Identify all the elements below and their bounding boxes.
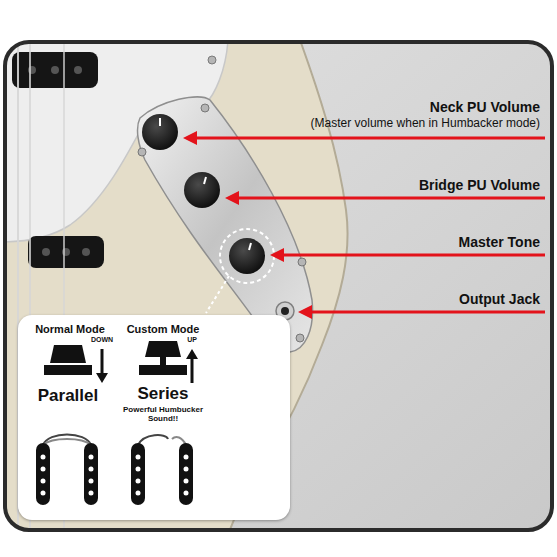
callout-line <box>206 276 229 313</box>
pole-dot <box>89 455 94 460</box>
down-arrow <box>101 349 104 375</box>
mode-card: Normal Mode Custom ModeDOWN UP Parallel Seri… <box>18 315 290 520</box>
highlight-ring <box>220 229 274 283</box>
pole-dot <box>89 479 94 484</box>
pole-piece <box>62 248 70 256</box>
pole-dot <box>41 467 46 472</box>
mode-heading: Normal Mode <box>35 323 105 336</box>
pickup-icon <box>179 443 193 505</box>
neck-volume-knob <box>142 114 178 150</box>
control-plate <box>138 97 313 352</box>
bridge-pickup <box>28 236 104 268</box>
pole-piece <box>82 248 90 256</box>
leader-arrow <box>237 197 545 200</box>
neck-pickup <box>12 52 98 88</box>
pole-dot <box>184 491 189 496</box>
pickup-icon <box>84 443 98 505</box>
wire <box>43 439 91 445</box>
knob-pointer <box>159 118 161 126</box>
pole-dot <box>136 479 141 484</box>
pole-dot <box>184 479 189 484</box>
knob-icon <box>50 345 86 363</box>
pot-icon <box>139 365 187 375</box>
pickup-icon <box>131 443 145 505</box>
part-label: Output Jack <box>459 291 540 307</box>
pole-dot <box>184 467 189 472</box>
leader-arrow <box>310 311 545 314</box>
screw <box>138 148 146 156</box>
pole-dot <box>41 455 46 460</box>
pole-piece <box>74 66 82 74</box>
screw <box>298 258 306 266</box>
leader-arrow <box>195 137 545 140</box>
arrow-head <box>225 191 239 205</box>
part-note: (Master volume when in Humbacker mode) <box>311 117 540 131</box>
direction-label: DOWN <box>91 336 113 344</box>
up-arrow <box>191 357 194 383</box>
guitar-body <box>5 42 348 530</box>
screw <box>208 56 216 64</box>
wire <box>43 435 91 446</box>
direction-label: UP <box>187 336 197 344</box>
pole-dot <box>89 467 94 472</box>
pole-piece <box>51 66 59 74</box>
pole-dot <box>41 479 46 484</box>
pickup-icon <box>36 443 50 505</box>
jack-hole <box>281 307 289 315</box>
tone-knob <box>229 238 265 274</box>
pole-dot <box>41 491 46 496</box>
part-label: Master Tone <box>459 234 540 250</box>
part-label: Neck PU Volume <box>430 99 540 115</box>
pole-piece <box>42 248 50 256</box>
mode-heading: Custom Mode <box>127 323 200 336</box>
pole-dot <box>136 491 141 496</box>
screw <box>296 334 304 342</box>
pole-dot <box>136 455 141 460</box>
arrow-head <box>183 131 197 145</box>
wiring-mode: Parallel <box>38 386 99 406</box>
knob-icon <box>145 341 181 357</box>
knob-pointer <box>249 243 251 250</box>
shaft-icon <box>160 357 166 365</box>
frame-content <box>5 42 552 530</box>
screw <box>201 104 209 112</box>
arrow-head <box>186 349 198 359</box>
knob-pointer <box>204 177 206 184</box>
pole-dot <box>184 455 189 460</box>
pot-icon <box>44 365 92 375</box>
mode-note: Powerful Humbucker Sound!! <box>115 405 211 423</box>
wiring-mode: Series <box>137 384 188 404</box>
frame <box>5 42 552 530</box>
part-label: Bridge PU Volume <box>419 177 540 193</box>
pole-dot <box>136 467 141 472</box>
arrow-head <box>298 305 312 319</box>
pole-dot <box>89 491 94 496</box>
arrow-head <box>96 373 108 383</box>
bridge-volume-knob <box>184 172 220 208</box>
arrow-head <box>270 248 284 262</box>
leader-arrow <box>282 254 545 257</box>
wire <box>138 435 168 445</box>
